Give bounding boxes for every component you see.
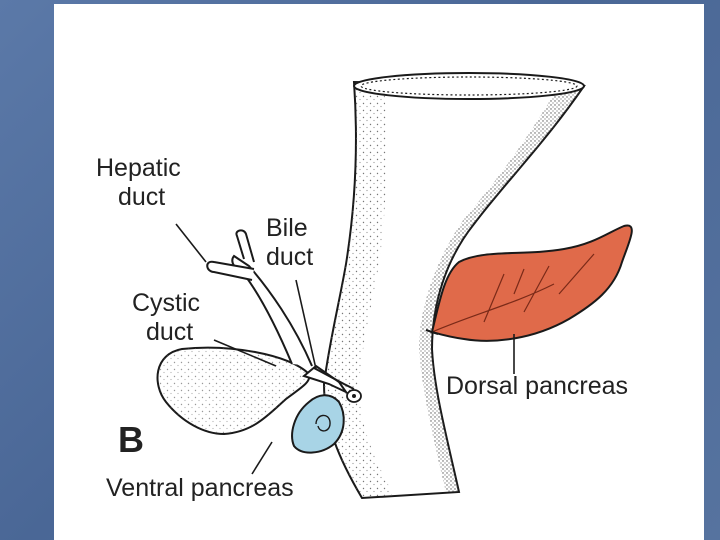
duodenum-opening-ring [353,72,585,100]
label-ventral-pancreas: Ventral pancreas [106,474,294,502]
dorsal-pancreas-shape [425,224,633,342]
label-dorsal-pancreas: Dorsal pancreas [446,372,629,400]
embryo-foregut-diagram [156,72,633,500]
ampulla-junction [346,389,362,403]
duct-system [206,229,355,395]
label-cystic-duct: Cystic duct [132,289,201,346]
label-bile-duct: Bile duct [266,214,314,271]
panel-letter: B [118,419,144,460]
duodenum-tube [322,80,586,500]
label-hepatic-duct: Hepatic duct [96,154,181,211]
ventral-pancreas-shape [291,394,345,454]
slide-panel: Hepatic duct Bile duct Cystic duct Dorsa… [54,4,704,540]
gallbladder-shape [156,346,311,436]
leader-lines [175,223,515,475]
